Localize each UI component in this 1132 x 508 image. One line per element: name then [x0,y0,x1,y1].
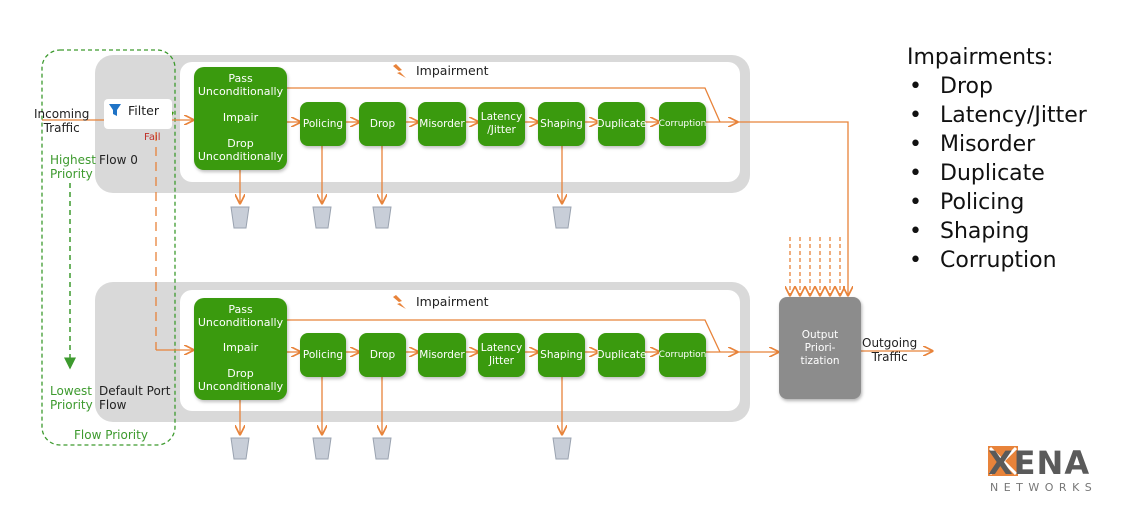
highest-priority-label: Highest Priority [50,153,96,181]
latency-jitter-label: Latency /Jitter [480,111,523,136]
policing-box: Policing [300,333,346,377]
fail-label: Fail [144,132,161,143]
impairments-legend: Impairments: •Drop •Latency/Jitter •Miso… [907,44,1087,275]
drop-unconditionally-label: Drop Unconditionally [197,367,284,393]
bucket-icon [372,437,392,460]
legend-item: •Misorder [909,132,1036,157]
logo-word: XENA [988,444,1091,482]
impair-label: Impair [222,341,259,354]
output-prioritization-box: Output Priori- tization [779,297,861,399]
corruption-label: Corruption [658,349,707,360]
legend-list: •Drop •Latency/Jitter •Misorder •Duplica… [907,72,1087,275]
bucket-icon [552,437,572,460]
legend-item-label: Shaping [940,219,1030,244]
drop-unconditionally-label: Drop Unconditionally [197,137,284,163]
latency-jitter-label: Latency Jitter [480,342,523,367]
bucket-icon [312,437,332,460]
legend-item-label: Drop [940,74,993,99]
corruption-box: Corruption [659,333,706,377]
misorder-label: Misorder [419,348,465,361]
bucket-icon [312,206,332,229]
pass-unconditionally-label: Pass Unconditionally [197,303,284,329]
corruption-label: Corruption [658,118,707,129]
bucket-icon [372,206,392,229]
policing-label: Policing [302,117,344,130]
drop-box: Drop [359,333,406,377]
xena-networks-logo: XENA NETWORKS [988,444,1118,494]
legend-item: •Duplicate [909,161,1045,186]
shaping-box: Shaping [538,102,585,146]
pass-unconditionally-label: Pass Unconditionally [197,72,284,98]
bucket-icon [552,206,572,229]
lightning-icon [393,64,406,78]
flow-priority-region [41,49,176,446]
bucket-icon [230,206,250,229]
policing-box: Policing [300,102,346,146]
default-port-flow-label: Default Port Flow [99,384,171,412]
shaping-box: Shaping [538,333,585,377]
duplicate-box: Duplicate [596,102,647,146]
drop-box: Drop [359,102,406,146]
outgoing-traffic-label: Outgoing Traffic [862,336,918,364]
lowest-priority-label: Lowest Priority [50,384,93,412]
policing-label: Policing [302,348,344,361]
duplicate-label: Duplicate [596,117,647,130]
legend-item-label: Latency/Jitter [940,103,1087,128]
legend-item-label: Duplicate [940,161,1045,186]
shaping-label: Shaping [540,348,583,361]
filter-label: Filter [128,103,159,118]
legend-item: •Shaping [909,219,1030,244]
legend-item-label: Policing [940,190,1025,215]
lightning-icon [393,295,406,309]
duplicate-label: Duplicate [596,348,647,361]
legend-item-label: Misorder [940,132,1036,157]
duplicate-box: Duplicate [596,333,647,377]
legend-title: Impairments: [907,45,1054,70]
incoming-traffic-label: Incoming Traffic [34,107,90,135]
impair-label: Impair [222,111,259,124]
default-flow-action-box: Pass Unconditionally Impair Drop Uncondi… [194,298,287,400]
logo-x-mark [988,446,1018,476]
funnel-icon [109,104,121,116]
legend-item: •Corruption [909,248,1057,273]
flow0-action-box: Pass Unconditionally Impair Drop Uncondi… [194,67,287,170]
flow-priority-label: Flow Priority [74,428,148,442]
impairment-label-row1: Impairment [416,63,489,78]
misorder-label: Misorder [419,117,465,130]
misorder-box: Misorder [418,333,466,377]
logo-subtitle: NETWORKS [990,481,1098,494]
drop-label: Drop [369,348,396,361]
bucket-icon [230,437,250,460]
impairment-label-row2: Impairment [416,294,489,309]
latency-jitter-box: Latency /Jitter [478,102,525,146]
misorder-box: Misorder [418,102,466,146]
output-prioritization-label: Output Priori- tization [800,328,840,367]
corruption-box: Corruption [659,102,706,146]
legend-item: •Latency/Jitter [909,103,1087,128]
flow0-label: Flow 0 [99,153,138,167]
latency-jitter-box: Latency Jitter [478,333,525,377]
drop-label: Drop [369,117,396,130]
shaping-label: Shaping [540,117,583,130]
legend-item-label: Corruption [940,248,1057,273]
legend-item: •Drop [909,74,993,99]
legend-item: •Policing [909,190,1025,215]
